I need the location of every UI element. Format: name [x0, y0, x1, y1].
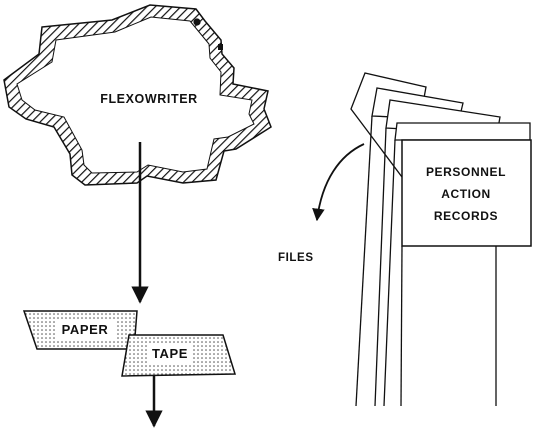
files-curved-arrow — [312, 143, 365, 222]
file-stack-edge-1 — [355, 115, 373, 407]
records-card — [401, 139, 532, 247]
records-label-line-2: ACTION — [441, 187, 491, 201]
paper-label-box — [55, 319, 115, 339]
flexowriter-side-knob — [218, 44, 223, 50]
records-file-stack: PERSONNEL ACTION RECORDS — [350, 72, 532, 407]
flexowriter-label: FLEXOWRITER — [100, 92, 198, 106]
flexowriter-knob — [193, 18, 201, 26]
records-label-line-3: RECORDS — [434, 209, 498, 223]
file-stack-edge-2 — [374, 127, 387, 407]
file-card-front-back — [394, 122, 531, 141]
records-label-line-1: PERSONNEL — [426, 165, 506, 179]
tape-label-box — [148, 343, 192, 363]
paper-label: PAPER — [62, 322, 109, 337]
tape-label: TAPE — [152, 346, 188, 361]
paper-tape-node: PAPER TAPE — [22, 310, 237, 377]
flexowriter-interior — [16, 16, 255, 174]
file-stack-edge-4 — [400, 245, 403, 407]
flexowriter-node: FLEXOWRITER — [3, 4, 272, 186]
file-stack-edge-3 — [383, 139, 396, 407]
files-label: FILES — [278, 252, 314, 264]
